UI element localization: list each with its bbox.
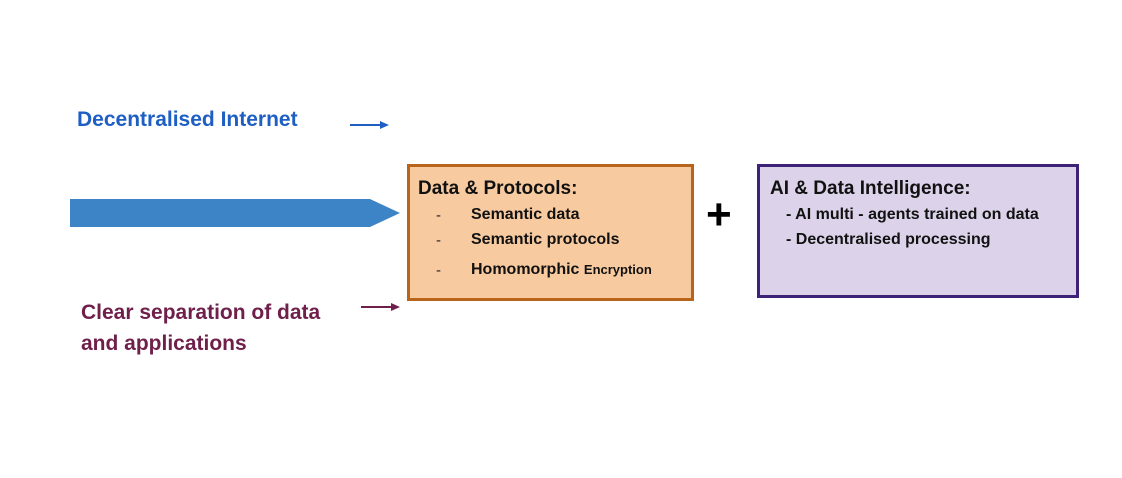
list-item-semantic-data: Semantic data xyxy=(471,206,580,223)
clear-separation-label: Clear separation of data and application… xyxy=(81,301,321,355)
ai-intelligence-box xyxy=(757,164,1079,298)
list-dash: - xyxy=(436,207,441,224)
encryption-text: Encryption xyxy=(583,262,652,277)
big-block-arrow xyxy=(70,199,400,227)
list-dash: - xyxy=(436,232,441,249)
maroon-small-arrow xyxy=(361,303,400,311)
data-protocols-title: Data & Protocols: xyxy=(418,178,578,199)
plus-icon: + xyxy=(706,190,732,239)
ai-intelligence-title: AI & Data Intelligence: xyxy=(770,178,971,199)
blue-small-arrow xyxy=(350,121,389,129)
list-item-homomorphic-encryption: Homomorphic Encryption xyxy=(471,261,652,279)
list-item-decentralised-processing: - Decentralised processing xyxy=(786,231,991,248)
list-item-ai-agents: - AI multi - agents trained on data xyxy=(786,206,1039,223)
decentralised-internet-label: Decentralised Internet xyxy=(77,108,298,131)
list-item-semantic-protocols: Semantic protocols xyxy=(471,231,620,248)
list-dash: - xyxy=(436,262,441,279)
data-protocols-box xyxy=(407,164,694,301)
homomorphic-text: Homomorphic xyxy=(471,261,580,278)
